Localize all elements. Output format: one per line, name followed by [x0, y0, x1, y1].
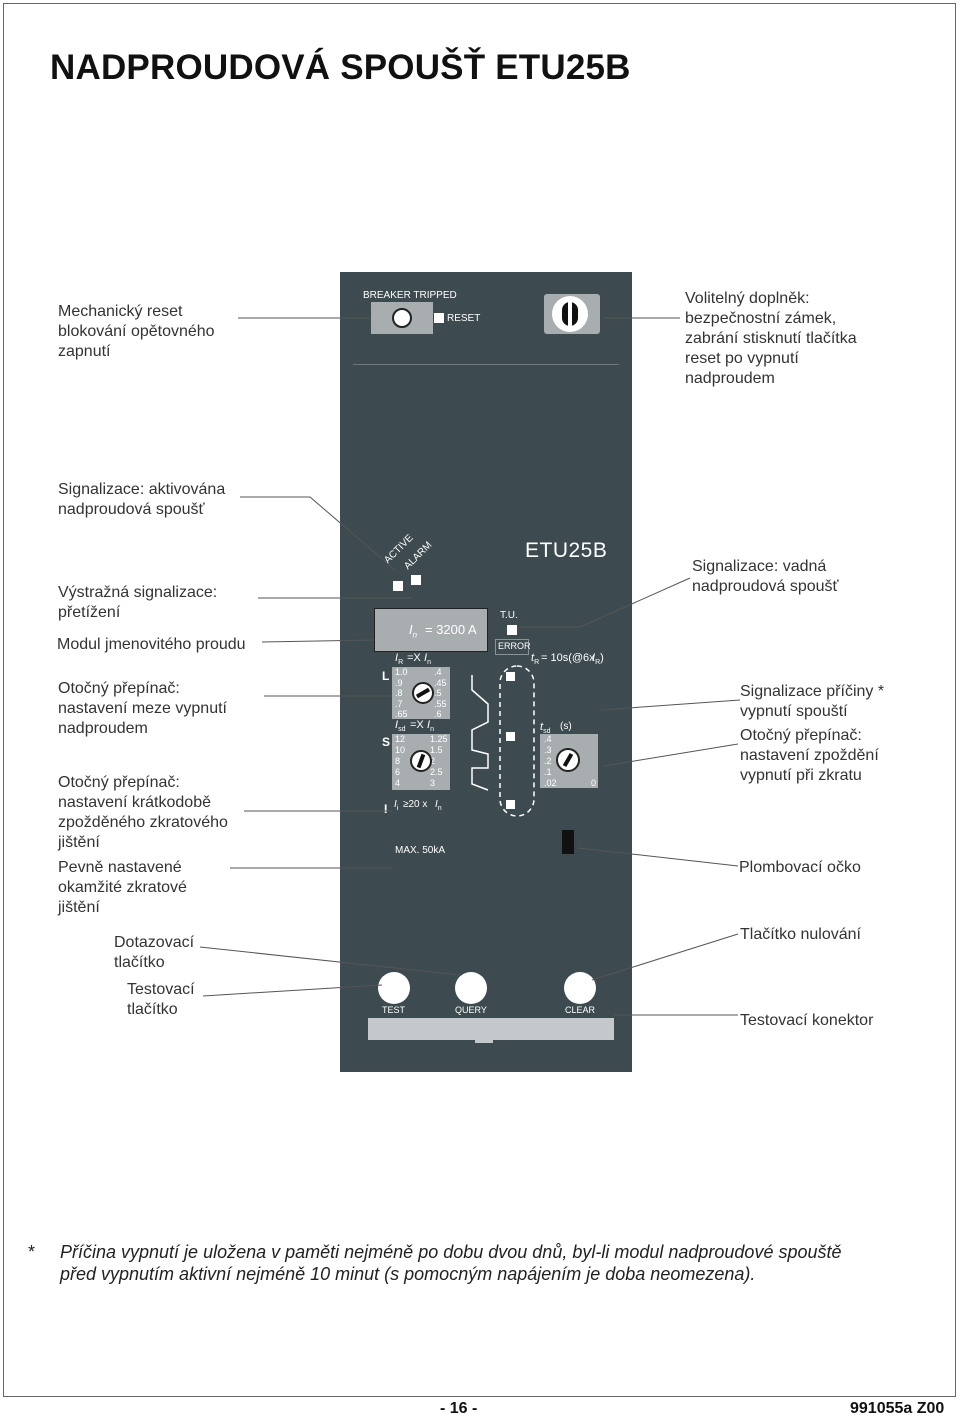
label-switch-delay: Otočný přepínač: nastavení zpoždění vypn… — [740, 727, 879, 784]
test-label: TEST — [382, 1005, 406, 1015]
label-test-connector: Testovací konektor — [740, 1012, 874, 1029]
model-name: ETU25B — [525, 539, 608, 562]
test-button[interactable] — [378, 972, 410, 1004]
label-seal-eye: Plombovací očko — [739, 859, 861, 876]
label-clear-button: Tlačítko nulování — [740, 926, 861, 943]
reset-window — [371, 302, 433, 334]
tsd-zero: 0 — [591, 778, 597, 788]
label-query-button: Dotazovací tlačítko — [114, 934, 195, 971]
reset-label: RESET — [447, 313, 481, 324]
ii-label: ≥20 x — [403, 799, 428, 810]
reset-button[interactable] — [434, 313, 444, 323]
panel-divider — [353, 364, 619, 365]
section-l: L — [382, 669, 390, 683]
tsd-label: (s) — [560, 721, 572, 732]
max-label: MAX. 50kA — [395, 845, 446, 856]
ir-label: =X — [407, 652, 421, 664]
label-switch-short-delay: Otočný přepínač: nastavení krátkodobě zp… — [58, 774, 228, 851]
lock-housing — [544, 294, 600, 334]
isd-label: =X — [410, 719, 424, 731]
rated-current-module: In = 3200 A — [374, 608, 488, 652]
ir-rotary-switch[interactable] — [412, 682, 434, 704]
tsd-rotary-switch[interactable] — [556, 748, 580, 772]
clear-label: CLEAR — [565, 1005, 596, 1015]
footnote-star: * — [28, 1242, 36, 1262]
label-optional-lock: Volitelný doplněk: bezpečnostní zámek, z… — [685, 290, 857, 387]
clear-button[interactable] — [564, 972, 596, 1004]
section-s: S — [382, 735, 391, 749]
page-number: - 16 - — [440, 1400, 478, 1417]
footer-rule — [3, 1396, 956, 1397]
document-code: 991055a Z00 — [850, 1400, 945, 1417]
page-title: NADPROUDOVÁ SPOUŠŤ ETU25B — [50, 48, 631, 87]
breaker-tripped-label: BREAKER TRIPPED — [363, 290, 457, 301]
label-signal-cause: Signalizace příčiny * vypnutí spouští — [740, 683, 885, 720]
trip-unit-panel: BREAKER TRIPPED RESET ACTIVE ALARM ETU25… — [340, 272, 632, 1072]
tu-error-indicator — [507, 625, 517, 635]
label-warning-overload: Výstražná signalizace: přetížení — [58, 584, 218, 621]
label-rated-current-module: Modul jmenovitého proudu — [57, 636, 246, 653]
query-label: QUERY — [455, 1005, 487, 1015]
mechanical-reset-indicator[interactable] — [392, 308, 412, 328]
rated-current-value: = 3200 A — [425, 622, 477, 637]
footnote-line-2: před vypnutím aktivní nejméně 10 minut (… — [60, 1264, 756, 1284]
label-signal-faulty: Signalizace: vadná nadproudová spoušť — [692, 558, 839, 595]
label-signal-active: Signalizace: aktivována nadproudová spou… — [58, 481, 226, 518]
test-connector-notch — [475, 1040, 493, 1043]
label-mechanical-reset: Mechanický reset blokování opětovného za… — [58, 303, 215, 360]
tsd-scale: .4.3.2.1.02 — [544, 734, 557, 788]
tu-label: T.U. — [500, 610, 518, 621]
label-test-button: Testovací tlačítko — [127, 981, 195, 1018]
isd-rotary-switch[interactable] — [410, 750, 432, 772]
alarm-indicator — [411, 575, 421, 585]
trip-curve-diagram — [471, 665, 535, 817]
ir-right-scale: .4.45.5.55.6 — [434, 667, 447, 719]
ir-left-scale: 1.0.9.8.7.65 — [395, 667, 408, 719]
error-box: ERROR — [495, 639, 531, 655]
test-connector[interactable] — [368, 1018, 614, 1040]
label-fixed-instantaneous: Pevně nastavené okamžité zkratové jištěn… — [58, 859, 187, 916]
section-i: I — [384, 802, 388, 816]
active-indicator — [393, 581, 403, 591]
tr-label: = 10s(@6x — [541, 652, 595, 664]
query-button[interactable] — [455, 972, 487, 1004]
lock-icon[interactable] — [552, 296, 588, 332]
seal-eye[interactable] — [562, 830, 574, 854]
footnote-line-1: Příčina vypnutí je uložena v paměti nejm… — [60, 1242, 842, 1262]
label-switch-trip-limit: Otočný přepínač: nastavení meze vypnutí … — [58, 680, 227, 737]
